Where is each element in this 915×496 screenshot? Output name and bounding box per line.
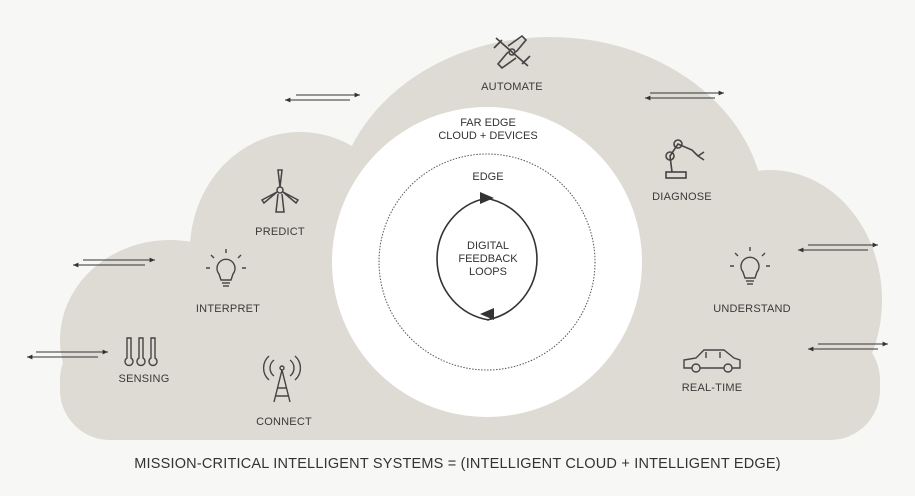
- lightbulb-icon: [206, 249, 246, 287]
- wind-turbine-icon: [260, 169, 300, 213]
- automate-label: AUTOMATE: [481, 81, 543, 93]
- thermometer-icon: [124, 337, 158, 367]
- feedback-loop-label: DIGITAL FEEDBACK LOOPS: [458, 240, 517, 279]
- connect-label: CONNECT: [256, 416, 312, 428]
- predict-label: PREDICT: [255, 226, 305, 238]
- data-flow-arrows: [27, 90, 888, 360]
- radio-tower-icon: [262, 355, 302, 403]
- loop-line1: DIGITAL: [467, 240, 509, 252]
- lightbulb-icon: [730, 247, 770, 285]
- diagnose-label: DIAGNOSE: [652, 191, 712, 203]
- caption: MISSION-CRITICAL INTELLIGENT SYSTEMS = (…: [134, 456, 781, 472]
- drone-icon: [493, 34, 531, 70]
- sensing-label: SENSING: [118, 373, 170, 385]
- far-edge-line2: CLOUD + DEVICES: [438, 130, 538, 142]
- car-icon: [683, 349, 741, 373]
- far-edge-line1: FAR EDGE: [460, 117, 516, 129]
- real-time-label: REAL-TIME: [681, 382, 743, 394]
- interpret-label: INTERPRET: [195, 303, 261, 315]
- loop-line3: LOOPS: [469, 266, 507, 278]
- far-edge-circle: [332, 107, 642, 417]
- loop-arrow-bottom: [480, 308, 494, 320]
- understand-label: UNDERSTAND: [713, 303, 791, 315]
- edge-dotted-ring: [378, 153, 596, 371]
- feedback-loop: [436, 197, 538, 321]
- loop-arrow-top: [480, 192, 494, 204]
- edge-title: EDGE: [472, 171, 504, 183]
- robot-arm-icon: [665, 139, 705, 179]
- far-edge-title: FAR EDGE CLOUD + DEVICES: [438, 117, 537, 143]
- loop-line2: FEEDBACK: [458, 253, 518, 265]
